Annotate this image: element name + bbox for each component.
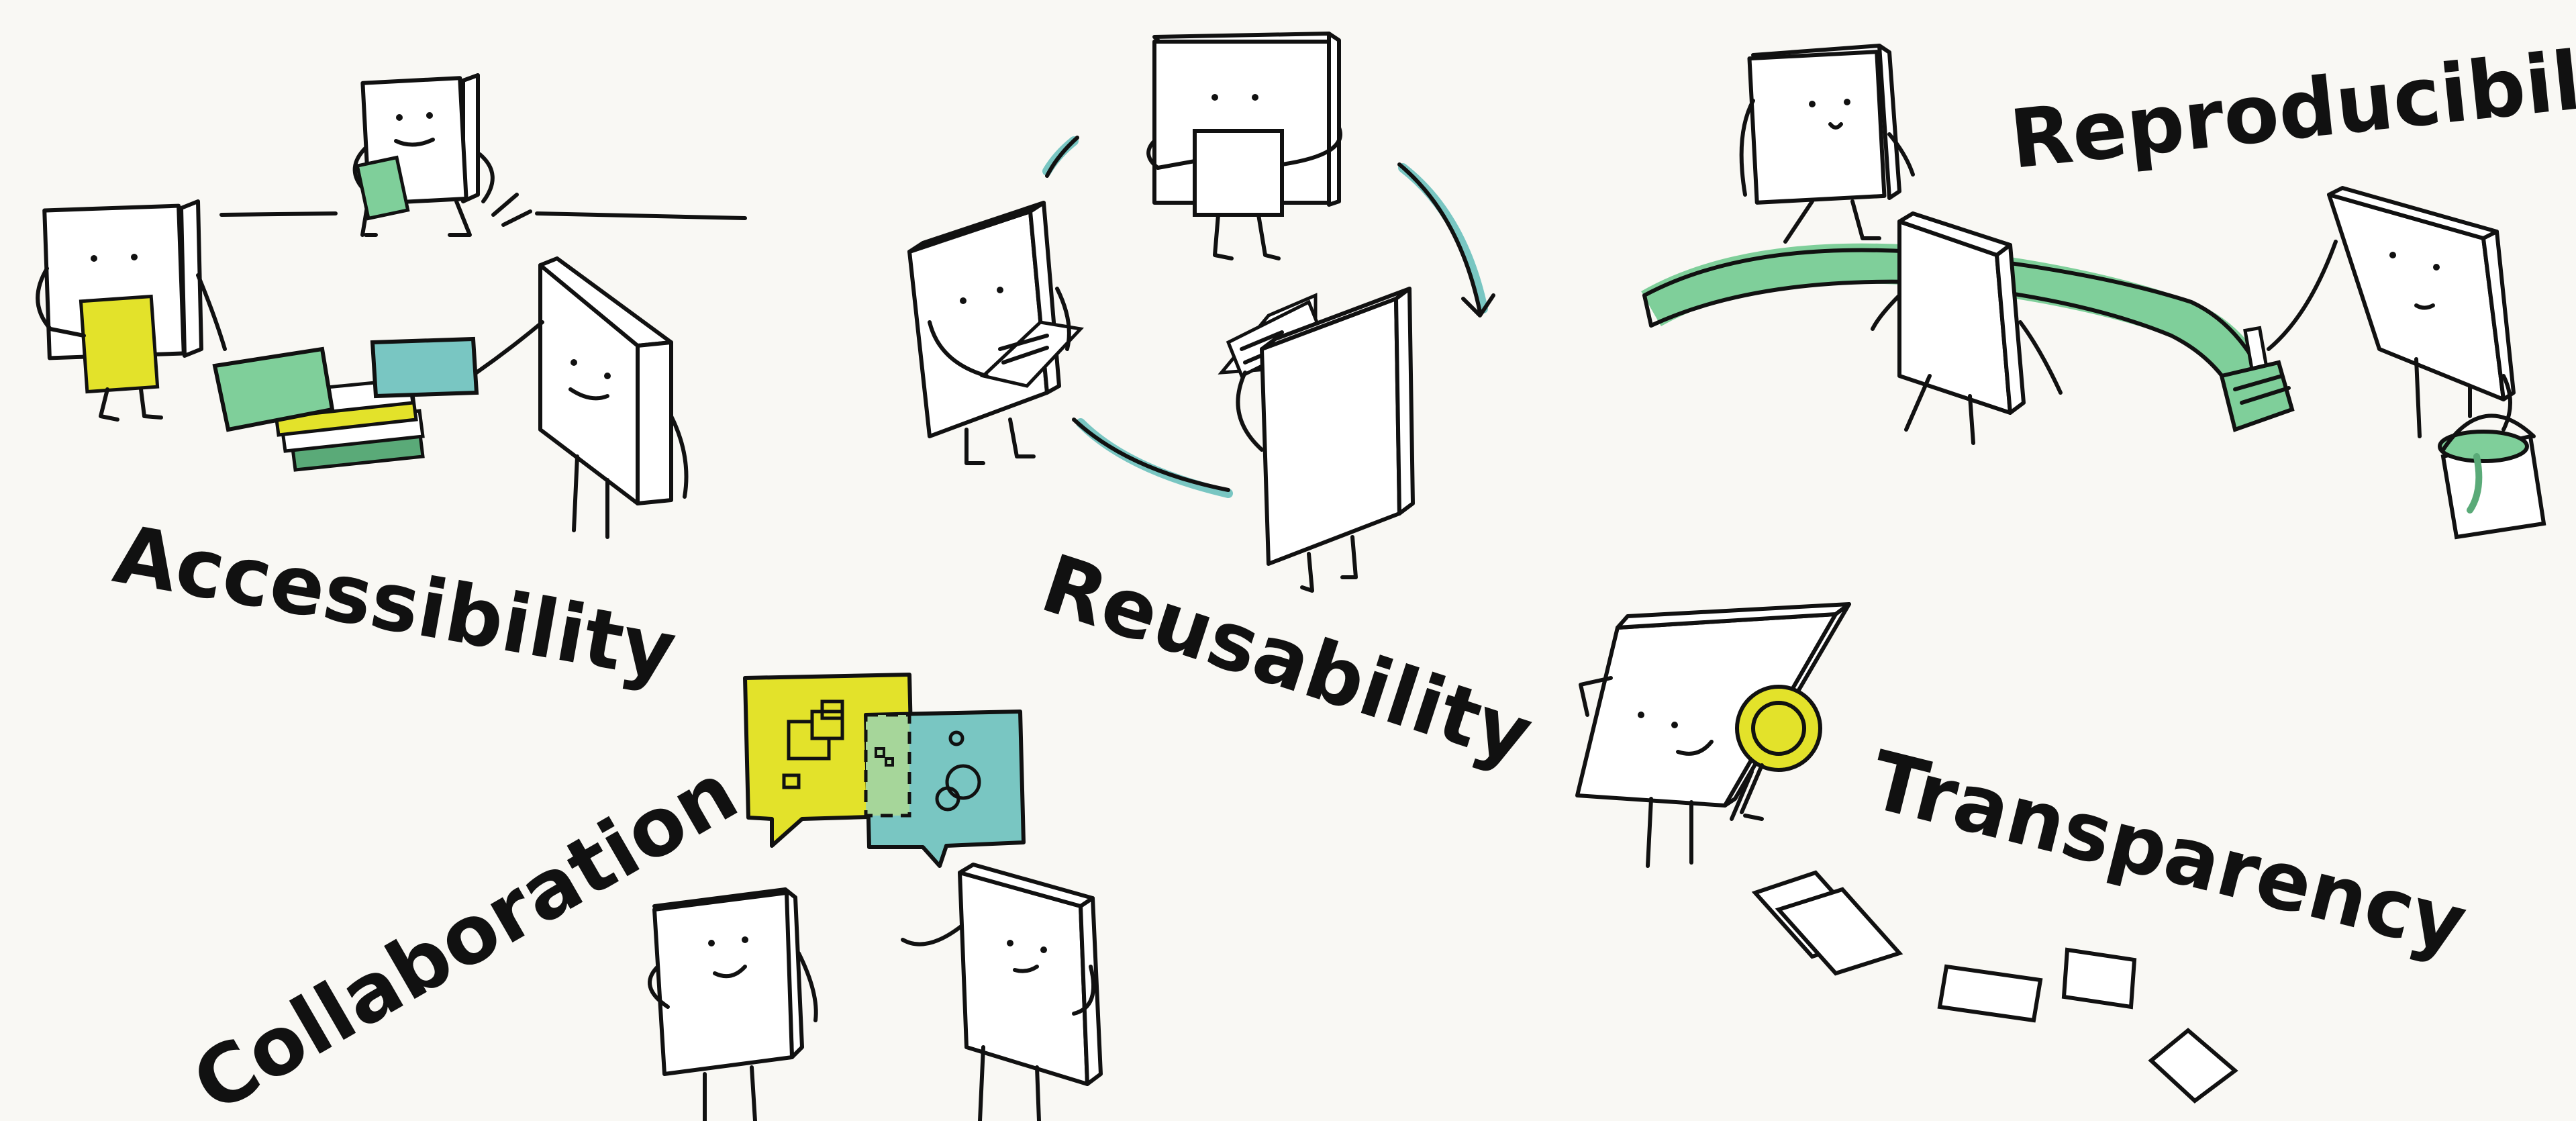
character-left-reading — [907, 201, 1085, 465]
reproducibility-illustration — [1641, 44, 2546, 540]
collaboration-illustration — [648, 673, 1103, 1121]
label-transparency: Transparency — [1861, 734, 2475, 972]
character-painting — [2267, 186, 2516, 438]
accessibility-illustration — [36, 73, 747, 539]
label-reproducibility: Reproducibility — [2006, 22, 2576, 187]
label-accessibility: Accessibility — [107, 508, 683, 699]
paint-bucket-icon — [2438, 413, 2546, 540]
character-right-reaching — [475, 256, 689, 539]
character-standing-in-ribbon — [1871, 211, 2063, 445]
character-collaborator-right — [901, 863, 1103, 1121]
character-walking-on-ribbon — [1739, 44, 1915, 244]
speech-bubble-teal — [864, 710, 1026, 868]
character-collaborator-left — [648, 887, 818, 1121]
paper-stack — [212, 336, 479, 472]
character-left-holding-paper — [36, 199, 227, 422]
paint-brush-icon — [2219, 326, 2295, 432]
label-reusability: Reusability — [1031, 537, 1542, 783]
character-top-running — [352, 73, 532, 237]
character-right-with-book — [1218, 287, 1415, 593]
reusability-illustration — [907, 32, 1495, 593]
transparency-illustration — [1575, 602, 2238, 1104]
magnifying-glass-icon — [1730, 685, 1822, 821]
character-top-holding-document — [1146, 32, 1342, 260]
